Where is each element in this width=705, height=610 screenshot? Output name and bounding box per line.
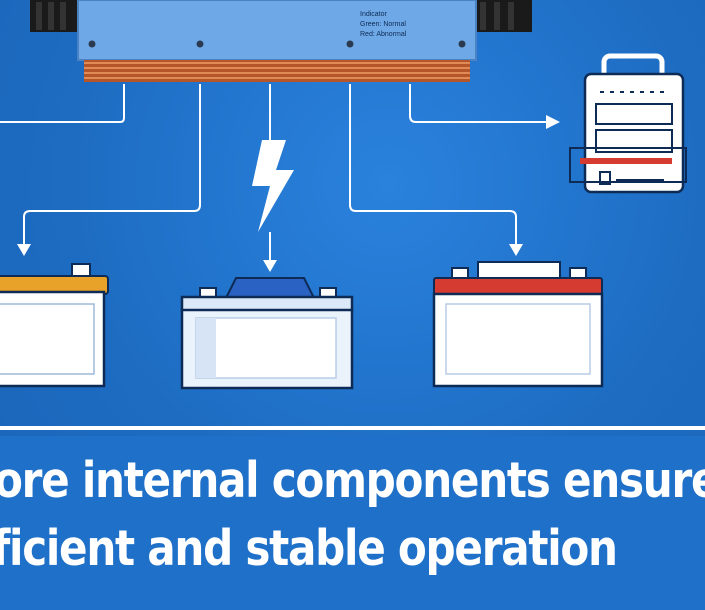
wires bbox=[0, 84, 548, 262]
arrow-heads bbox=[17, 115, 560, 272]
right-cable-gland bbox=[472, 0, 532, 32]
left-cable-gland bbox=[30, 0, 80, 32]
controller-body bbox=[77, 0, 477, 61]
headline-banner: ore internal components ensure ficient a… bbox=[0, 436, 705, 610]
controller-unit bbox=[30, 0, 532, 82]
headline-line-2: ficient and stable operation bbox=[0, 520, 618, 577]
lightning-bolt-icon bbox=[252, 140, 294, 232]
arrow-down-icon bbox=[263, 260, 277, 272]
battery-orange bbox=[0, 263, 109, 388]
power-station-device bbox=[569, 53, 687, 194]
arrow-down-icon bbox=[17, 244, 31, 256]
indicator-title: Indicator bbox=[360, 11, 387, 18]
battery-blue bbox=[180, 277, 354, 390]
arrow-right-icon bbox=[546, 115, 560, 129]
screw-icon bbox=[346, 40, 354, 48]
wiring-diagram bbox=[0, 0, 687, 390]
indicator-green-label: Green: Normal bbox=[360, 21, 406, 28]
headline-line-1: ore internal components ensure bbox=[0, 452, 705, 509]
divider bbox=[0, 426, 705, 430]
screw-icon bbox=[88, 40, 96, 48]
arrow-down-icon bbox=[509, 244, 523, 256]
indicator-red-label: Red: Abnormal bbox=[360, 31, 407, 38]
screw-icon bbox=[458, 40, 466, 48]
indicator-legend: Indicator Green: Normal Red: Abnormal bbox=[360, 10, 406, 40]
battery-red bbox=[432, 261, 604, 388]
heatsink bbox=[84, 60, 470, 82]
screw-icon bbox=[196, 40, 204, 48]
